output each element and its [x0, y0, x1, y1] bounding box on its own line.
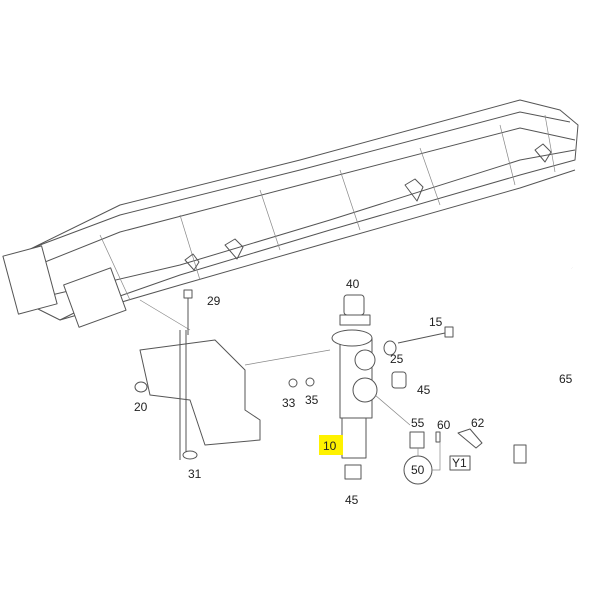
- highlight-10: [319, 435, 343, 455]
- callout-62[interactable]: 62: [471, 416, 485, 430]
- sensor-parts: [403, 428, 483, 485]
- callouts: 40 29 15 25 20 33 35 45 65 55 60 62 10 5…: [134, 277, 573, 507]
- callout-45-lower[interactable]: 45: [345, 493, 359, 507]
- callout-25[interactable]: 25: [390, 352, 404, 366]
- callout-65[interactable]: 65: [559, 372, 573, 386]
- mounting-bracket: [134, 289, 331, 460]
- callout-33[interactable]: 33: [282, 396, 296, 410]
- callout-29[interactable]: 29: [207, 294, 221, 308]
- y1-box: [449, 455, 471, 471]
- callout-55[interactable]: 55: [411, 416, 425, 430]
- callout-15[interactable]: 15: [429, 315, 443, 329]
- valve-assembly: [288, 294, 454, 480]
- chassis-frame: [2, 99, 579, 331]
- callout-35[interactable]: 35: [305, 393, 319, 407]
- hose-65: [513, 266, 583, 464]
- callout-y1[interactable]: Y1: [452, 456, 467, 470]
- callout-50[interactable]: 50: [411, 463, 425, 477]
- callout-60[interactable]: 60: [437, 418, 451, 432]
- callout-31[interactable]: 31: [188, 467, 202, 481]
- callout-40[interactable]: 40: [346, 277, 360, 291]
- callout-10[interactable]: 10: [323, 439, 337, 453]
- callout-45-upper[interactable]: 45: [417, 383, 431, 397]
- callout-20[interactable]: 20: [134, 400, 148, 414]
